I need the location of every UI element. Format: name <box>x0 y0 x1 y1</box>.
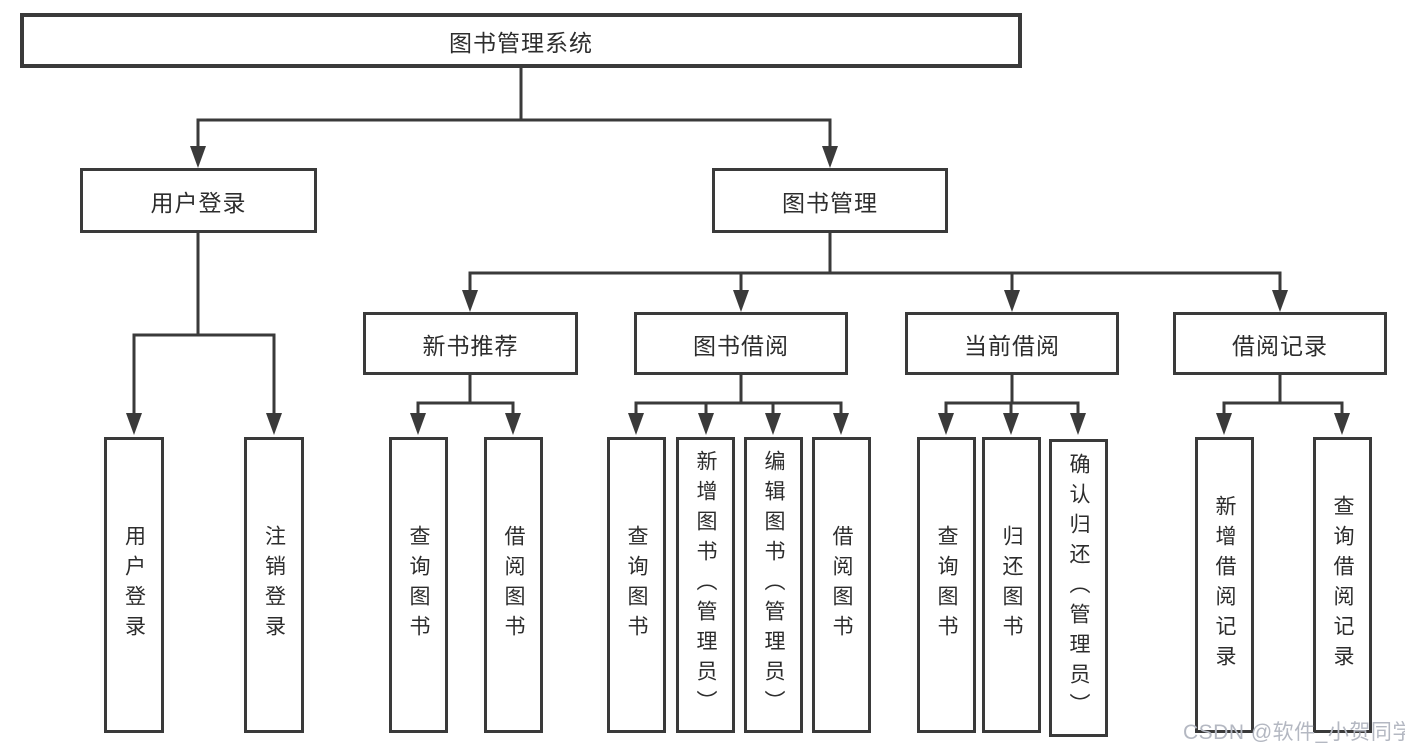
node-current-borrowing: 当前借阅 <box>905 312 1119 375</box>
node-book-management: 图书管理 <box>712 168 948 233</box>
leaf-add-book-admin: 新增图书（管理员） <box>676 437 735 733</box>
arrowhead-leaf-6 <box>698 413 714 435</box>
leaf-logout: 注销登录 <box>244 437 304 733</box>
arrowhead-borrow <box>733 290 749 312</box>
arrowhead-leaf-8 <box>833 413 849 435</box>
arrowhead-bookmgmt <box>822 146 838 168</box>
leaf-label: 注销登录 <box>262 525 286 645</box>
leaf-label: 用户登录 <box>122 525 146 645</box>
node-new-book-recommendation: 新书推荐 <box>363 312 578 375</box>
node-book-borrowing: 图书借阅 <box>634 312 848 375</box>
arrowhead-leaf-12 <box>1216 413 1232 435</box>
arrowhead-leaf-9 <box>938 413 954 435</box>
node-label: 新书推荐 <box>422 332 519 359</box>
leaf-label: 查询借阅记录 <box>1331 495 1354 675</box>
leaf-label: 新增图书（管理员） <box>694 450 717 720</box>
arrowhead-leaf-13 <box>1334 413 1350 435</box>
node-borrowing-records: 借阅记录 <box>1173 312 1387 375</box>
leaf-label: 借阅图书 <box>830 525 853 645</box>
leaf-label: 查询图书 <box>935 525 958 645</box>
leaf-edit-book-admin: 编辑图书（管理员） <box>744 437 803 733</box>
leaf-return-book: 归还图书 <box>982 437 1041 733</box>
arrowhead-leaf-3 <box>410 413 426 435</box>
leaf-label: 归还图书 <box>1000 525 1023 645</box>
arrowhead-records <box>1272 290 1288 312</box>
leaf-add-borrow-record: 新增借阅记录 <box>1195 437 1254 733</box>
leaf-label: 编辑图书（管理员） <box>762 450 785 720</box>
node-label: 当前借阅 <box>964 332 1060 359</box>
leaf-label: 查询图书 <box>407 525 430 645</box>
node-label: 图书管理系统 <box>449 29 593 56</box>
leaf-query-borrow-record: 查询借阅记录 <box>1313 437 1372 733</box>
leaf-query-books-borrowing: 查询图书 <box>607 437 666 733</box>
arrowhead-leaf-1 <box>126 413 142 435</box>
arrowhead-leaf-10 <box>1003 413 1019 435</box>
arrowhead-leaf-5 <box>628 413 644 435</box>
csdn-watermark: CSDN @软件_小贺同学 <box>1183 721 1405 744</box>
arrowhead-leaf-7 <box>765 413 781 435</box>
leaf-label: 新增借阅记录 <box>1213 495 1236 675</box>
leaf-label: 借阅图书 <box>502 525 525 645</box>
arrowhead-userlogin <box>190 146 206 168</box>
leaf-borrow-books: 借阅图书 <box>812 437 871 733</box>
node-label: 图书管理 <box>782 189 878 216</box>
node-label: 图书借阅 <box>693 332 789 359</box>
leaf-confirm-return-admin: 确认归还（管理员） <box>1049 439 1108 737</box>
arrowhead-newbook <box>462 290 478 312</box>
leaf-user-login: 用户登录 <box>104 437 164 733</box>
leaf-label: 查询图书 <box>625 525 648 645</box>
leaf-query-books-recommend: 查询图书 <box>389 437 448 733</box>
node-user-login: 用户登录 <box>80 168 317 233</box>
node-label: 用户登录 <box>150 189 247 216</box>
arrowhead-leaf-11 <box>1070 413 1086 435</box>
leaf-borrow-books-recommend: 借阅图书 <box>484 437 543 733</box>
arrowhead-current <box>1004 290 1020 312</box>
node-label: 借阅记录 <box>1232 332 1328 359</box>
leaf-label: 确认归还（管理员） <box>1067 453 1090 723</box>
arrowhead-leaf-4 <box>505 413 521 435</box>
leaf-query-books-current: 查询图书 <box>917 437 976 733</box>
node-library-management-system: 图书管理系统 <box>20 13 1022 68</box>
arrowhead-leaf-2 <box>266 413 282 435</box>
